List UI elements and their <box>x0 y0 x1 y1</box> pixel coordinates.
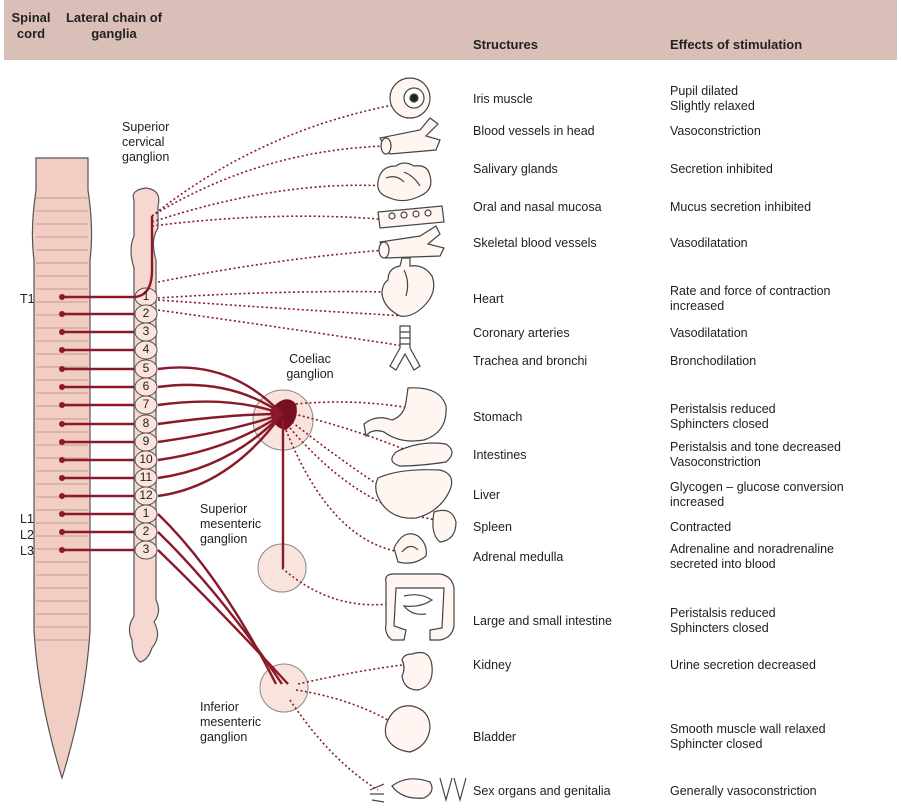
salivary-gland-icon <box>378 163 431 201</box>
effect-label: Secretion inhibited <box>670 162 773 177</box>
effect-label: Contracted <box>670 520 731 535</box>
structure-label: Intestines <box>473 448 527 463</box>
superior-cervical-ganglion-label: Superior cervical ganglion <box>122 120 180 165</box>
effect-label: Bronchodilation <box>670 354 756 369</box>
chain-number: 12 <box>136 488 156 503</box>
chain-number: 9 <box>136 434 156 449</box>
chain-number: 10 <box>136 452 156 467</box>
large-intestine-icon <box>386 574 454 640</box>
bladder-icon <box>385 706 430 752</box>
effect-label: Rate and force of contraction increased <box>670 284 831 314</box>
heart-icon <box>382 258 434 316</box>
kidney-icon <box>402 653 432 691</box>
stomach-icon <box>364 388 446 441</box>
skeletal-vessel-icon <box>379 226 444 258</box>
effect-label: Smooth muscle wall relaxed Sphincter clo… <box>670 722 826 752</box>
inferior-mesenteric-ganglion-label: Inferior mesenteric ganglion <box>200 700 278 745</box>
genitalia-icon <box>370 778 466 802</box>
chain-number: 1 <box>136 289 156 304</box>
structure-label: Large and small intestine <box>473 614 612 629</box>
structure-label: Heart <box>473 292 504 307</box>
structure-label: Liver <box>473 488 500 503</box>
preganglionic-fibres <box>59 216 288 684</box>
effect-label: Vasodilatation <box>670 326 748 341</box>
structure-label: Bladder <box>473 730 516 745</box>
vertebra-label-l1: L1 <box>20 512 34 526</box>
structure-label: Oral and nasal mucosa <box>473 200 602 215</box>
chain-number: 6 <box>136 379 156 394</box>
chain-number: 7 <box>136 397 156 412</box>
effect-label: Urine secretion decreased <box>670 658 816 673</box>
structure-label: Skeletal blood vessels <box>473 236 597 251</box>
structure-label: Coronary arteries <box>473 326 570 341</box>
vertebra-label-l2: L2 <box>20 528 34 542</box>
effect-label: Pupil dilated Slightly relaxed <box>670 84 755 114</box>
intestine-icon <box>392 443 452 466</box>
structure-label: Stomach <box>473 410 522 425</box>
eye-icon <box>390 78 430 118</box>
effect-label: Vasoconstriction <box>670 124 761 139</box>
structure-label: Spleen <box>473 520 512 535</box>
structure-label: Adrenal medulla <box>473 550 563 565</box>
chain-number: 3 <box>136 324 156 339</box>
vertebra-label-l3: L3 <box>20 544 34 558</box>
effect-label: Mucus secretion inhibited <box>670 200 811 215</box>
blood-vessel-head-icon <box>380 118 440 154</box>
chain-number: 4 <box>136 342 156 357</box>
effect-label: Vasodilatation <box>670 236 748 251</box>
chain-number: 8 <box>136 416 156 431</box>
mucosa-icon <box>378 206 444 228</box>
structure-label: Sex organs and genitalia <box>473 784 611 799</box>
vertebra-label-t1: T1 <box>20 292 35 306</box>
superior-mesenteric-ganglion-label: Superior mesenteric ganglion <box>200 502 278 547</box>
effect-label: Peristalsis and tone decreased Vasoconst… <box>670 440 841 470</box>
spinal-cord <box>32 158 91 778</box>
effect-label: Generally vasoconstriction <box>670 784 817 799</box>
chain-number: 5 <box>136 361 156 376</box>
chain-number: 1 <box>136 506 156 521</box>
effect-label: Peristalsis reduced Sphincters closed <box>670 606 776 636</box>
chain-number: 2 <box>136 524 156 539</box>
coeliac-ganglion-label: Coeliac ganglion <box>282 352 338 382</box>
structure-label: Trachea and bronchi <box>473 354 587 369</box>
effect-label: Peristalsis reduced Sphincters closed <box>670 402 776 432</box>
chain-number: 2 <box>136 306 156 321</box>
chain-number: 11 <box>136 470 156 485</box>
chain-number: 3 <box>136 542 156 557</box>
trachea-icon <box>390 326 420 370</box>
adrenal-icon <box>394 534 426 563</box>
structure-label: Salivary glands <box>473 162 558 177</box>
structure-label: Kidney <box>473 658 511 673</box>
structure-label: Iris muscle <box>473 92 533 107</box>
effect-label: Adrenaline and noradrenaline secreted in… <box>670 542 834 572</box>
effect-label: Glycogen – glucose conversion increased <box>670 480 844 510</box>
structure-label: Blood vessels in head <box>473 124 595 139</box>
spleen-icon <box>433 510 456 542</box>
organ-icons <box>364 78 466 802</box>
